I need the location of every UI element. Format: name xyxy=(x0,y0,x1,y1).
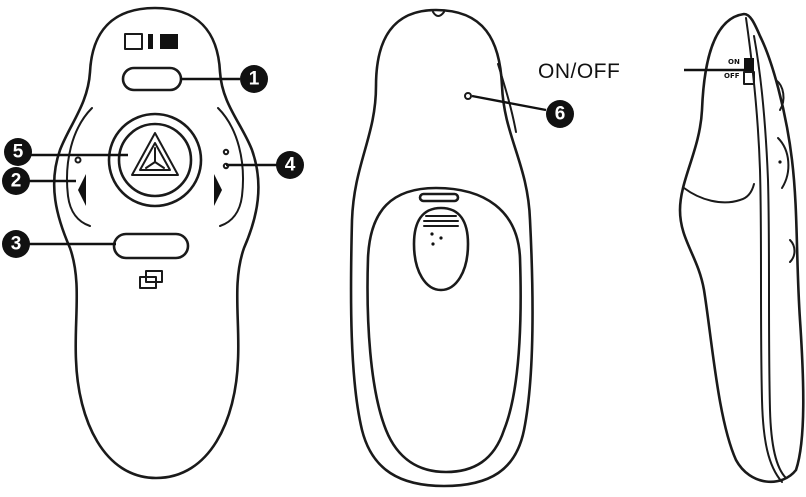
callout-3: 3 xyxy=(2,230,30,258)
button-2-left-arrow[interactable] xyxy=(78,174,86,206)
callout-6-number: 6 xyxy=(555,104,566,125)
front-view xyxy=(28,6,278,480)
left-indicator-dot xyxy=(74,156,82,164)
side-switch-on-label: ON xyxy=(728,58,740,66)
side-switch-off-label: OFF xyxy=(724,72,740,80)
button-4-right-arrow[interactable] xyxy=(214,174,222,206)
side-seam xyxy=(745,17,783,483)
button-1-oval[interactable] xyxy=(121,66,183,92)
back-side-switch[interactable] xyxy=(497,63,517,133)
callout-5: 5 xyxy=(4,138,32,166)
back-view: ON/OFF xyxy=(349,8,620,488)
button-3-oval[interactable] xyxy=(112,232,190,260)
back-indicator-led xyxy=(464,92,472,100)
right-indicator-dot-1 xyxy=(222,148,230,156)
side-power-switch-knob[interactable] xyxy=(744,58,754,72)
callout-4: 4 xyxy=(276,151,304,179)
callout-2: 2 xyxy=(2,167,30,195)
side-wing xyxy=(683,183,755,204)
callout-5-number: 5 xyxy=(13,142,24,163)
side-body-outline xyxy=(678,12,805,484)
on-off-label: ON/OFF xyxy=(538,60,620,83)
laser-triangle-icon xyxy=(131,132,179,176)
battery-cover[interactable] xyxy=(366,186,522,474)
screen-blank-icon xyxy=(124,33,178,50)
right-side-wing xyxy=(217,107,244,227)
left-side-wing xyxy=(66,107,93,227)
side-view: ON OFF xyxy=(678,12,805,484)
callout-1: 1 xyxy=(240,65,268,93)
leader-6 xyxy=(471,94,547,112)
callout-2-number: 2 xyxy=(11,171,22,192)
battery-latch[interactable] xyxy=(412,206,470,292)
window-switch-icon xyxy=(139,270,163,289)
latch-grip-lines xyxy=(423,215,459,227)
battery-latch-bar xyxy=(418,192,460,203)
callout-1-number: 1 xyxy=(249,69,260,90)
callout-3-number: 3 xyxy=(11,234,22,255)
callout-6: 6 xyxy=(546,100,574,128)
side-power-switch-slot xyxy=(743,71,755,85)
callout-4-number: 4 xyxy=(285,155,296,176)
